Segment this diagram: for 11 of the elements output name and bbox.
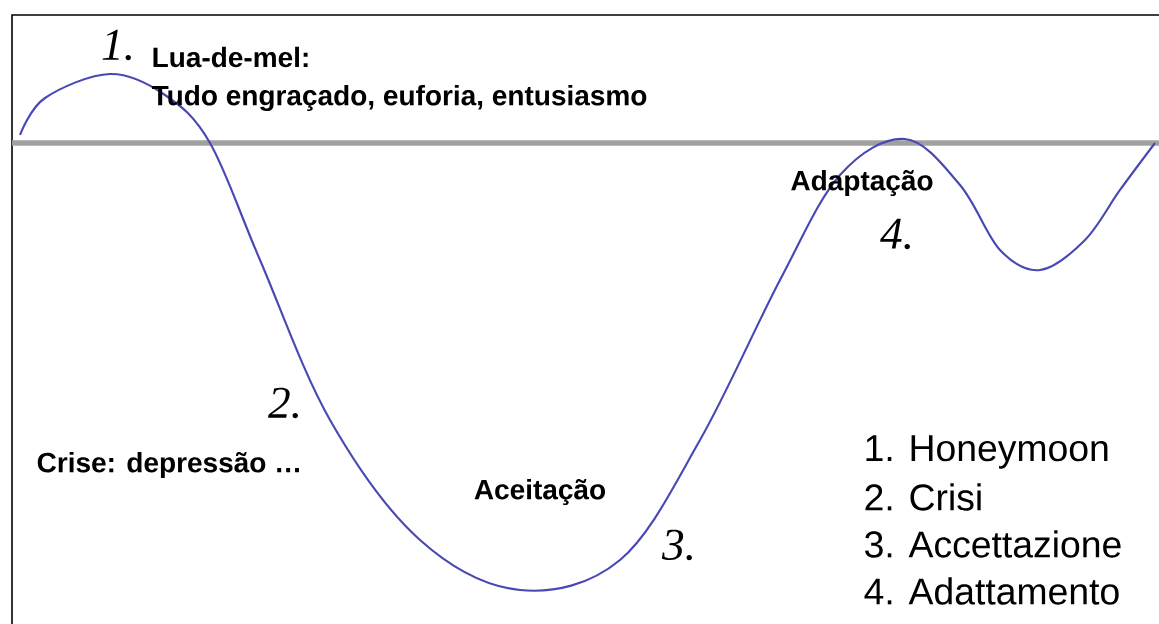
stage-label: Aceitação <box>474 478 606 506</box>
legend-item: 3. Accettazione <box>865 530 1121 558</box>
stage-number: 2. <box>268 387 298 419</box>
stage-label: Lua-de-mel: <box>153 46 308 68</box>
legend-item: 1. Honeymoon <box>866 435 1108 469</box>
stage-number: 3. <box>661 529 692 561</box>
stage-label: Crise: depressão … <box>37 451 299 479</box>
stage-number: 4. <box>880 218 910 250</box>
stage-number: 1. <box>102 29 131 61</box>
legend-item: 2. Crisi <box>865 483 981 511</box>
legend-item: 4. Adattamento <box>864 577 1119 605</box>
